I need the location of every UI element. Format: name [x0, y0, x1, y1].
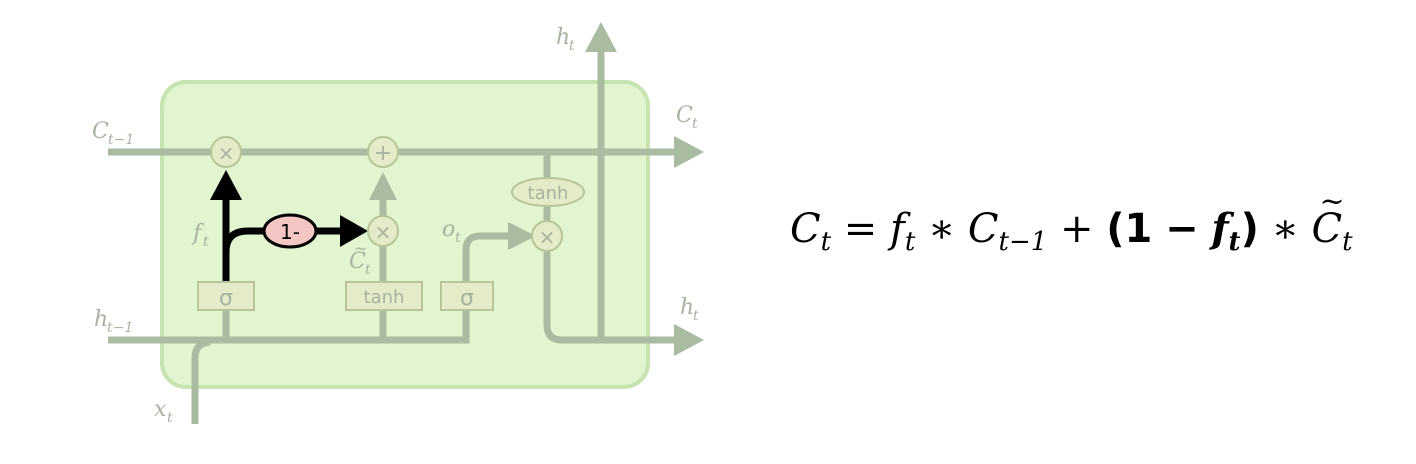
o-sub: t [455, 230, 461, 246]
one-minus-op: 1- [262, 213, 318, 249]
one-minus-label: 1- [280, 220, 300, 244]
output-gate-path [462, 310, 470, 344]
add-symbol: + [374, 141, 392, 166]
mult-symbol: × [539, 225, 556, 249]
c-prev-sub: t−1 [108, 132, 134, 148]
formula-lhs-sub: t [820, 227, 832, 257]
formula-c-tilde: C [1311, 184, 1344, 252]
f-sub: t [203, 234, 209, 250]
formula-f-bold: f [1211, 205, 1229, 252]
o-label: o [442, 217, 455, 242]
formula-lhs: C [790, 206, 821, 252]
h-prev-sub: t−1 [107, 320, 133, 336]
c-tilde-label: C [349, 249, 366, 274]
tanh-label: tanh [364, 287, 405, 308]
output-gate-arrowhead [508, 222, 536, 250]
c-out-sub: t [692, 116, 698, 132]
x-input-line [191, 338, 211, 424]
candidate-mult-op: × [367, 215, 399, 247]
formula-close-paren: ) [1240, 206, 1259, 252]
h-top-arrowhead [585, 22, 617, 52]
cell-state-arrowhead [674, 136, 704, 168]
h-out-line [543, 152, 676, 344]
formula-f-sub: t [904, 227, 916, 257]
mult-symbol: × [218, 141, 235, 165]
h-top-sub: t [569, 38, 575, 54]
output-mult-op: × [531, 220, 563, 252]
forget-mult-op: × [210, 136, 242, 168]
c-prev-label: C [92, 119, 109, 144]
candidate-arrowhead [369, 172, 397, 200]
formula-one: 1 [1124, 206, 1153, 252]
output-gate-sigma: σ [440, 281, 494, 311]
formula-c-tilde-sub: t [1342, 227, 1353, 257]
one-minus-branch [222, 227, 270, 253]
formula-plus: + [1060, 206, 1094, 252]
output-tanh-op: tanh [511, 177, 585, 207]
formula-open-paren: ( [1106, 206, 1125, 252]
cell-add-op: + [367, 136, 399, 168]
sigma-label: σ [219, 286, 233, 311]
one-minus-arrowhead [340, 215, 368, 247]
c-out-label: C [676, 103, 693, 128]
cell-state-formula: Ct = ft ∗ Ct−1 + (1 − ft) ∗ Ct [790, 184, 1353, 265]
c-tilde-sub: t [365, 262, 371, 278]
output-gate-line [462, 232, 512, 284]
formula-c-prev: C [967, 206, 999, 252]
x-in-label: x [154, 397, 167, 422]
formula-minus: − [1165, 206, 1199, 252]
formula-f: f [890, 206, 905, 252]
formula-f-bold-sub: t [1228, 227, 1241, 257]
h-out-arrowhead [674, 324, 704, 356]
formula-star2: ∗ [1271, 206, 1299, 252]
cell-box [160, 80, 650, 389]
h-prev-label: h [94, 307, 108, 332]
lstm-cell-diagram: × + × × tanh 1- σ tanh σ C t−1 C t h [92, 22, 704, 426]
tilde-mark: ~ [354, 239, 367, 258]
forget-gate-sigma: σ [197, 281, 255, 311]
sigma-label: σ [460, 286, 474, 311]
h-out-sub: t [693, 308, 699, 324]
candidate-tanh-layer: tanh [345, 281, 423, 311]
formula-star1: ∗ [928, 206, 956, 252]
forget-highlight-arrowhead [210, 170, 242, 200]
formula-c-prev-sub: t−1 [998, 227, 1048, 257]
tanh-label: tanh [528, 183, 569, 204]
formula-eq: = [843, 206, 878, 252]
h-out-label: h [680, 295, 694, 320]
h-top-label: h [556, 25, 570, 50]
mult-symbol: × [375, 220, 392, 244]
x-in-sub: t [167, 410, 173, 426]
